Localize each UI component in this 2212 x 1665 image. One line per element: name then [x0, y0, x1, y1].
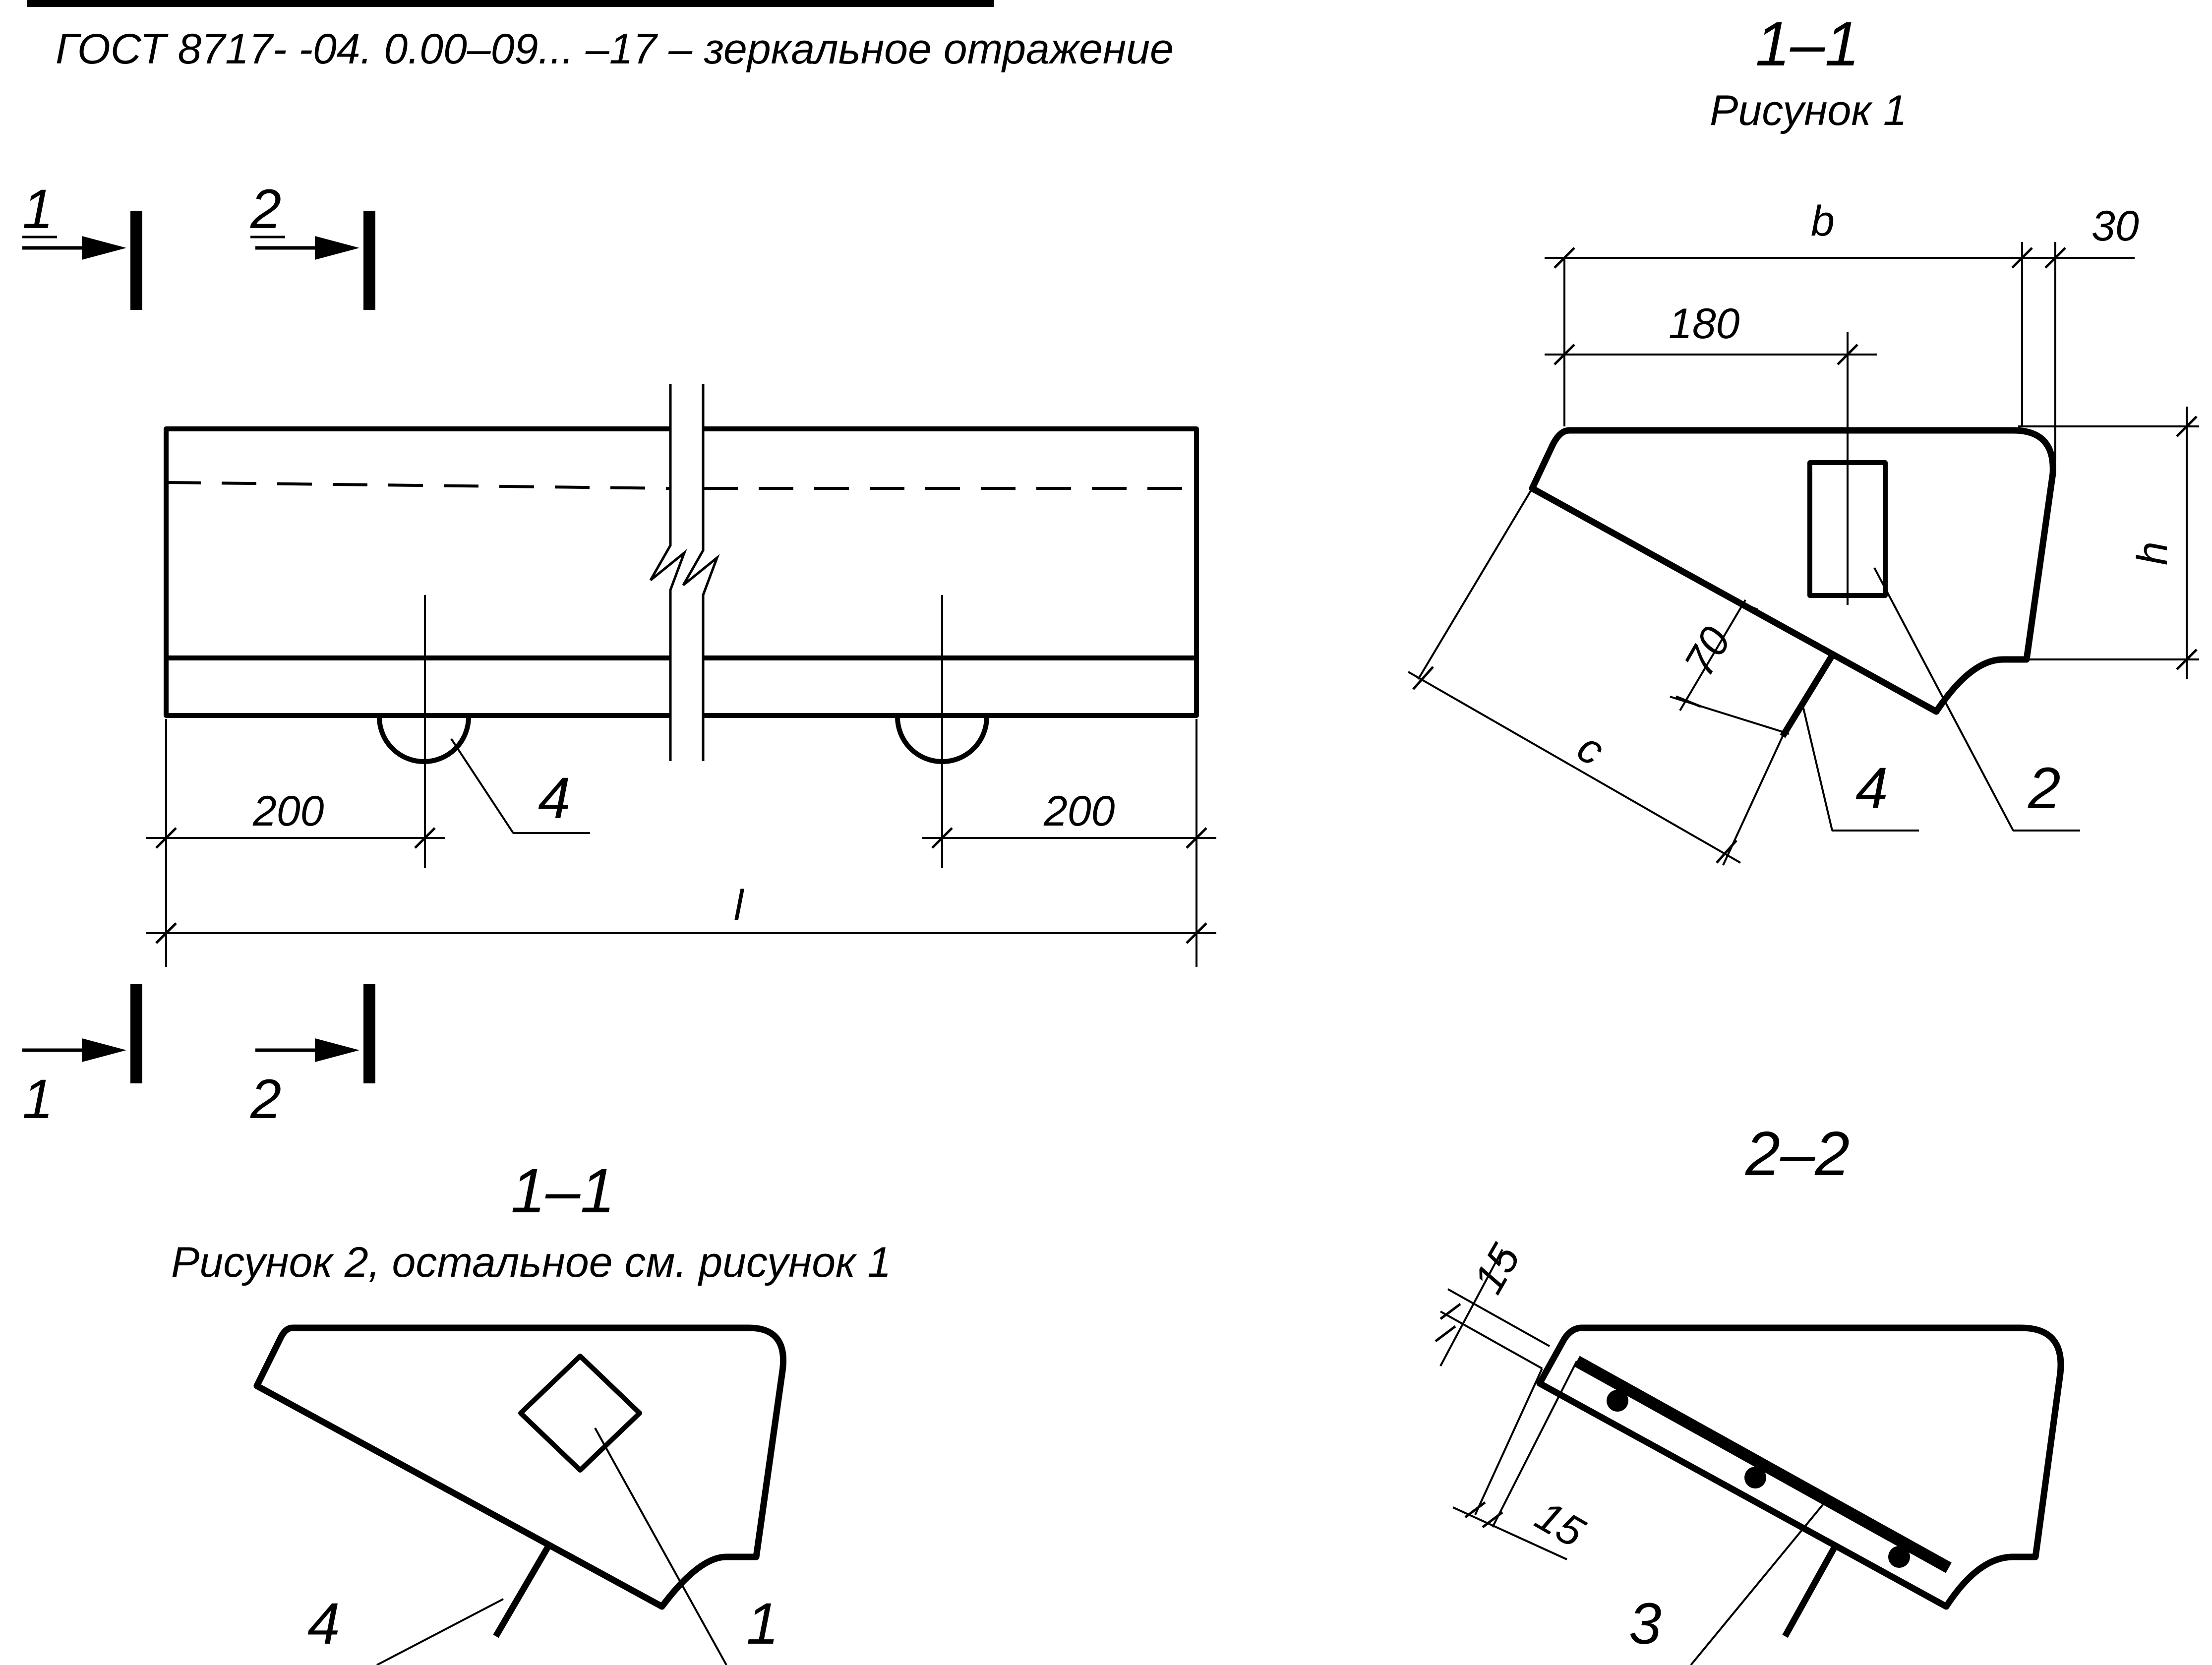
section-fig1-callout-2: 2: [2028, 756, 2061, 821]
longitudinal-rod: [1888, 1546, 1910, 1568]
callout-4-label: 4: [538, 766, 571, 831]
break-lines: [649, 384, 720, 761]
longitudinal-rod: [1744, 1467, 1766, 1488]
dim-70-label: 70: [1675, 619, 1740, 684]
section-2-2-outline: [1536, 1324, 2064, 1610]
cropped-header-line: [27, 0, 994, 7]
beam-outline: [164, 426, 1199, 718]
dim-h-label: h: [2129, 541, 2176, 565]
dim-15-top-label: 15: [1464, 1236, 1530, 1302]
section-mark-label: 2: [250, 178, 281, 240]
loop-4-stub: [493, 1545, 551, 1638]
section-fig2: 1–1 Рисунок 2, остальное см. рисунок 1 4…: [171, 1156, 891, 1665]
section-mark-top-2: 2: [250, 178, 375, 310]
dim-left-200: 200: [146, 787, 445, 849]
section-fig2-callout-1: 1: [746, 1591, 779, 1657]
section-2-2-callout-3: 3: [1629, 1591, 1662, 1657]
section-mark-top-1: 1: [22, 178, 142, 310]
section-fig1-title: 1–1: [1755, 9, 1859, 79]
section-mark-label: 1: [22, 178, 53, 240]
section-mark-bottom-2: 2: [250, 984, 375, 1130]
reinforcement-bar: [1574, 1356, 1952, 1573]
section-fig1: 1–1 Рисунок 1 b 30 180 h: [1408, 9, 2199, 866]
section-mark-label: 2: [250, 1068, 281, 1130]
section-fig2-callout-4: 4: [307, 1591, 340, 1657]
dim-15-bottom-label: 15: [1528, 1491, 1593, 1557]
designation-line: ГОСТ 8717- -04. 0.00–09... –17 – зеркаль…: [56, 25, 1174, 73]
callout-4: 4: [450, 738, 590, 834]
dim-length-l: l: [146, 882, 1216, 944]
section-fig2-title: 1–1: [511, 1156, 615, 1226]
embedded-part-1-rotated: [518, 1354, 642, 1473]
section-mark-bottom-1: 1: [22, 984, 142, 1130]
dim-200-left-label: 200: [252, 787, 324, 835]
longitudinal-rod: [1607, 1390, 1628, 1412]
loop-stub: [1782, 1545, 1838, 1638]
dim-c-label: c: [1570, 723, 1612, 775]
loop-4-stub: [1780, 651, 1837, 738]
section-fig1-callout-4: 4: [1855, 756, 1888, 821]
dim-200-right-label: 200: [1043, 787, 1115, 835]
dim-right-200: 200: [922, 787, 1216, 849]
section-2-2-title: 2–2: [1745, 1119, 1850, 1189]
dim-l-label: l: [734, 882, 745, 929]
section-2-2: 2–2 15 15 3: [1435, 1119, 2064, 1665]
section-fig2-outline: [253, 1324, 787, 1610]
section-fig2-caption: Рисунок 2, остальное см. рисунок 1: [171, 1239, 891, 1286]
section-fig1-caption: Рисунок 1: [1710, 87, 1907, 134]
section-fig1-outline: [1529, 427, 2056, 715]
elevation-view: 1 2 1 2: [22, 178, 1216, 1130]
dim-180-label: 180: [1669, 300, 1740, 348]
dim-b-label: b: [1811, 197, 1835, 245]
section-mark-label: 1: [22, 1068, 53, 1130]
header: ГОСТ 8717- -04. 0.00–09... –17 – зеркаль…: [27, 0, 1174, 73]
dim-30-label: 30: [2092, 202, 2139, 250]
